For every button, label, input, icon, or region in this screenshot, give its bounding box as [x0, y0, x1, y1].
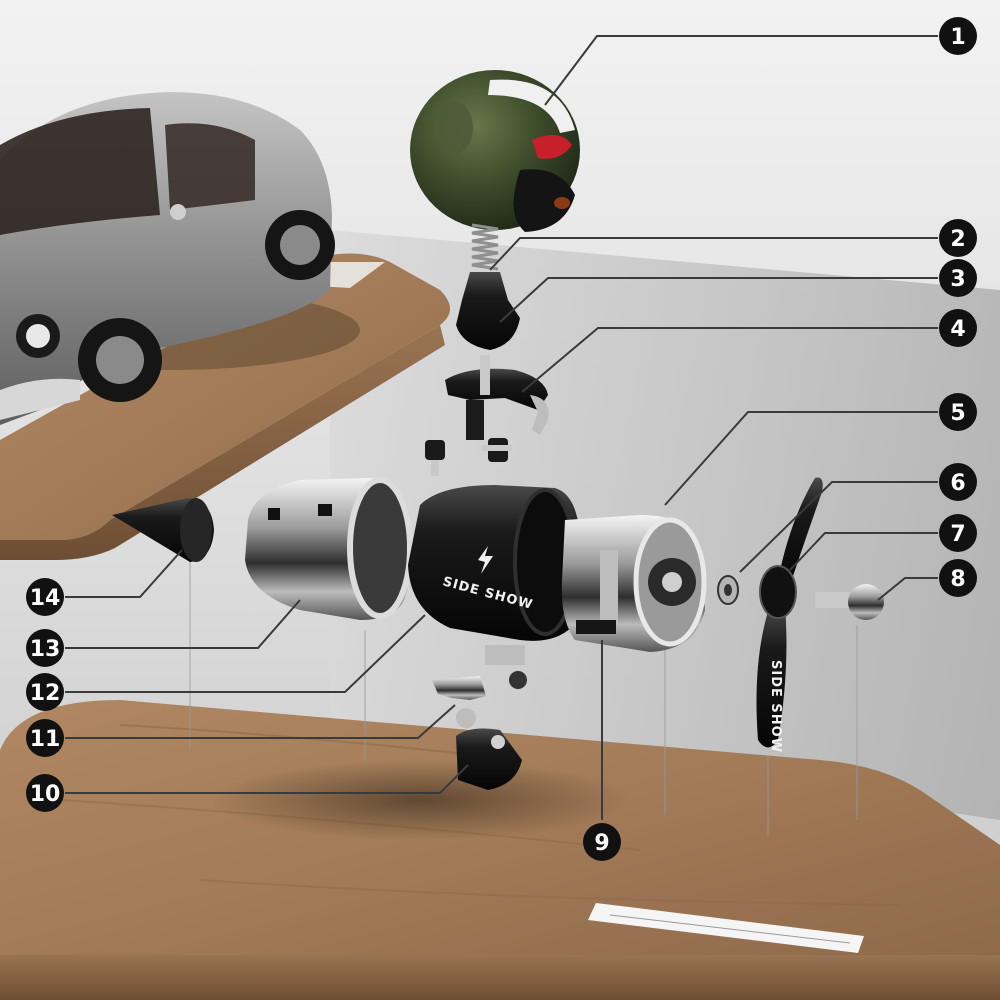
- callout-number: 6: [950, 471, 965, 496]
- callout-circle: [939, 309, 977, 347]
- callout-3: 3: [939, 259, 977, 297]
- callout-number: 12: [30, 681, 61, 706]
- spring: [471, 223, 499, 271]
- leader-line-6: [739, 481, 938, 573]
- callout-number: 5: [950, 401, 965, 426]
- engine-cylinder: [561, 515, 707, 652]
- callout-number: 10: [30, 782, 61, 807]
- callout-10: 10: [26, 774, 64, 812]
- helmet-head: [410, 70, 580, 232]
- callout-number: 13: [30, 637, 61, 662]
- nose-cone: [112, 498, 214, 562]
- leader-lines: [65, 35, 938, 820]
- callout-number: 8: [950, 567, 965, 592]
- leader-line-7: [789, 532, 938, 571]
- callout-11: 11: [26, 719, 64, 757]
- porsche-car-model: [0, 92, 360, 425]
- leader-line-13: [65, 599, 301, 649]
- callout-1: 1: [939, 17, 977, 55]
- callout-circle: [26, 719, 64, 757]
- callout-circle: [939, 393, 977, 431]
- callout-4: 4: [939, 309, 977, 347]
- car-side-window: [165, 123, 255, 210]
- callout-6: 6: [939, 463, 977, 501]
- helmet-visor: [532, 135, 572, 159]
- propeller: SIDE SHOW: [756, 477, 823, 753]
- base-plaque: [588, 903, 864, 953]
- front-chrome-shell: [245, 477, 413, 620]
- callout-7: 7: [939, 514, 977, 552]
- callout-number: 7: [950, 522, 965, 547]
- callout-circle: [939, 559, 977, 597]
- exploded-model-base: [0, 700, 1000, 1000]
- callout-circle: [583, 823, 621, 861]
- leader-line-14: [65, 549, 183, 598]
- lightning-bolt-icon: [478, 546, 493, 574]
- leader-line-5: [664, 411, 938, 506]
- leader-line-10: [65, 764, 469, 794]
- leader-line-2: [489, 237, 938, 271]
- callout-circle: [26, 578, 64, 616]
- model-shadow: [210, 760, 630, 840]
- callout-circle: [939, 17, 977, 55]
- leader-line-4: [521, 327, 938, 393]
- cockpit-bracket: [445, 355, 549, 440]
- leader-line-11: [65, 704, 456, 739]
- callout-circle: [939, 219, 977, 257]
- car-side-mirror: [170, 204, 186, 220]
- callout-8: 8: [939, 559, 977, 597]
- callout-13: 13: [26, 629, 64, 667]
- helmet-stripe: [488, 79, 575, 133]
- support-wires: [189, 560, 858, 835]
- leader-line-12: [65, 614, 426, 693]
- spinner-cap: [815, 584, 884, 620]
- leader-line-1: [544, 35, 938, 106]
- car-bumper: [0, 378, 80, 420]
- neck-mount: [456, 272, 520, 350]
- callout-5: 5: [939, 393, 977, 431]
- leader-line-8: [877, 577, 938, 601]
- callout-2: 2: [939, 219, 977, 257]
- car-windshield: [0, 108, 160, 235]
- callout-9: 9: [583, 823, 621, 861]
- callout-number: 11: [30, 727, 61, 752]
- leader-line-3: [499, 277, 938, 323]
- helmet-ear: [437, 102, 473, 154]
- callout-circle: [26, 774, 64, 812]
- landing-gear-wheel: [456, 728, 522, 790]
- bolt-right: [482, 438, 512, 462]
- landing-gear-bracket: [432, 645, 527, 728]
- callout-number: 4: [950, 317, 965, 342]
- callout-14: 14: [26, 578, 64, 616]
- bolt-left: [425, 440, 445, 476]
- callout-circle: [939, 259, 977, 297]
- callout-circle: [26, 673, 64, 711]
- callout-12: 12: [26, 673, 64, 711]
- callout-number: 1: [950, 25, 965, 50]
- spinner-washer: [717, 575, 739, 605]
- callout-number: 14: [30, 586, 61, 611]
- main-fuselage-body: SIDE SHOW: [408, 485, 580, 641]
- callout-number: 3: [950, 267, 965, 292]
- callout-number: 2: [950, 227, 965, 252]
- propeller-brand-label: SIDE SHOW: [768, 660, 783, 753]
- callout-circle: [939, 514, 977, 552]
- callout-number: 9: [594, 831, 609, 856]
- callout-circle: [939, 463, 977, 501]
- landing-strut: [576, 550, 618, 634]
- callout-circle: [26, 629, 64, 667]
- helmet-face: [513, 169, 575, 232]
